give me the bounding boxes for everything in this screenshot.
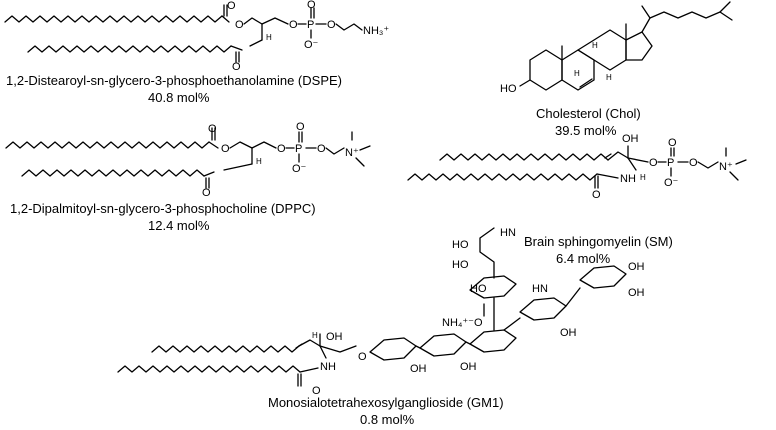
dspe-atom-o6: O	[327, 19, 336, 31]
dspe-atom-p: P	[307, 19, 314, 31]
gm1-atom-ho-3: HO	[470, 283, 487, 295]
sm-atom-o3: O	[689, 157, 698, 169]
dppc-atom-h: H	[256, 157, 262, 166]
gm1-atom-hn: HN	[500, 227, 516, 239]
sm-atom-n: N⁺	[719, 161, 733, 173]
gm1-atom-oh-t1: OH	[628, 261, 645, 273]
dppc-structure: O O H O P O O⁻ O N⁺ O	[5, 121, 371, 199]
dspe-atom-nh3: NH₃⁺	[363, 25, 389, 37]
sm-atom-nh: NH	[620, 173, 636, 185]
gm1-chain-lower	[117, 365, 301, 373]
dspe-atom-om: O⁻	[304, 39, 319, 51]
sm-atom-o4: O	[592, 189, 601, 201]
sm-name: Brain sphingomyelin (SM)	[524, 234, 673, 249]
dspe-atom-o2: O	[235, 19, 244, 31]
chol-atom-h2: H	[574, 69, 580, 78]
sm-structure: OH H NH O P O O⁻ O N⁺ O	[407, 133, 747, 201]
dppc-atom-om: O⁻	[292, 163, 307, 175]
chol-atom-h3: H	[606, 73, 612, 82]
dppc-atom-o1: O	[208, 123, 217, 135]
dppc-name: 1,2-Dipalmitoyl-sn-glycero-3-phosphochol…	[10, 201, 316, 216]
sm-atom-o2: O	[668, 137, 677, 149]
sm-atom-om: O⁻	[664, 177, 679, 189]
sm-atom-o1: O	[649, 157, 658, 169]
dspe-atom-h: H	[266, 33, 272, 42]
dspe-chain-upper	[4, 15, 223, 23]
cholesterol-structure: HO H H H	[500, 1, 733, 95]
dppc-atom-o3: O	[202, 187, 211, 199]
gm1-chain-upper	[151, 345, 300, 353]
gm1-atom-nh: NH	[320, 361, 336, 373]
gm1-atom-oh: OH	[326, 331, 343, 343]
chol-atom-h1: H	[592, 41, 598, 50]
gm1-atom-ho-1: HO	[452, 239, 469, 251]
gm1-atom-o: O	[358, 351, 367, 363]
sm-chain-upper	[439, 153, 609, 161]
dppc-chain-lower	[21, 169, 205, 177]
sm-atom-p: P	[667, 157, 674, 169]
chol-fraction: 39.5 mol%	[555, 123, 617, 138]
dppc-atom-o4: O	[277, 143, 286, 155]
gm1-atom-oh-t2: OH	[628, 287, 645, 299]
dspe-atom-o3: O	[232, 61, 241, 73]
dppc-atom-n: N⁺	[345, 147, 359, 159]
chol-atom-ho: HO	[500, 83, 517, 95]
gm1-name: Monosialotetrahexosylganglioside (GM1)	[268, 395, 504, 410]
dspe-atom-o1: O	[227, 0, 236, 12]
sm-atom-oh: OH	[622, 133, 639, 145]
gm1-atom-oh-b1: OH	[410, 363, 427, 375]
gm1-atom-nh4: NH₄⁺⁻O	[442, 317, 483, 329]
dppc-atom-p: P	[295, 143, 302, 155]
sm-chain-lower	[407, 173, 598, 181]
gm1-fraction: 0.8 mol%	[360, 412, 415, 427]
dppc-atom-o5: O	[296, 121, 305, 133]
chol-name: Cholesterol (Chol)	[536, 106, 641, 121]
gm1-atom-ho-2: HO	[452, 259, 469, 271]
gm1-atom-hn-2: HN	[532, 283, 548, 295]
dppc-fraction: 12.4 mol%	[148, 218, 210, 233]
dspe-fraction: 40.8 mol%	[148, 90, 210, 105]
dspe-atom-o4: O	[289, 19, 298, 31]
sm-atom-h: H	[640, 173, 646, 182]
dspe-atom-o5: O	[307, 0, 316, 11]
sm-fraction: 6.4 mol%	[556, 251, 611, 266]
gm1-atom-h: H	[312, 331, 318, 340]
dppc-atom-o6: O	[317, 143, 326, 155]
gm1-atom-oh-b2: OH	[460, 361, 477, 373]
gm1-structure: OH H NH O O HN HO HO HO NH₄⁺⁻O OH OH	[117, 227, 645, 397]
dspe-chain-lower	[27, 45, 232, 53]
gm1-atom-oh-b3: OH	[560, 327, 577, 339]
dspe-structure: O O H O P O O⁻ O NH₃⁺ O	[4, 0, 389, 73]
dppc-chain-upper	[5, 141, 210, 149]
dppc-atom-o2: O	[221, 143, 230, 155]
dspe-name: 1,2-Distearoyl-sn-glycero-3-phosphoethan…	[6, 73, 342, 88]
gm1-atom-o-carbonyl: O	[312, 385, 321, 397]
